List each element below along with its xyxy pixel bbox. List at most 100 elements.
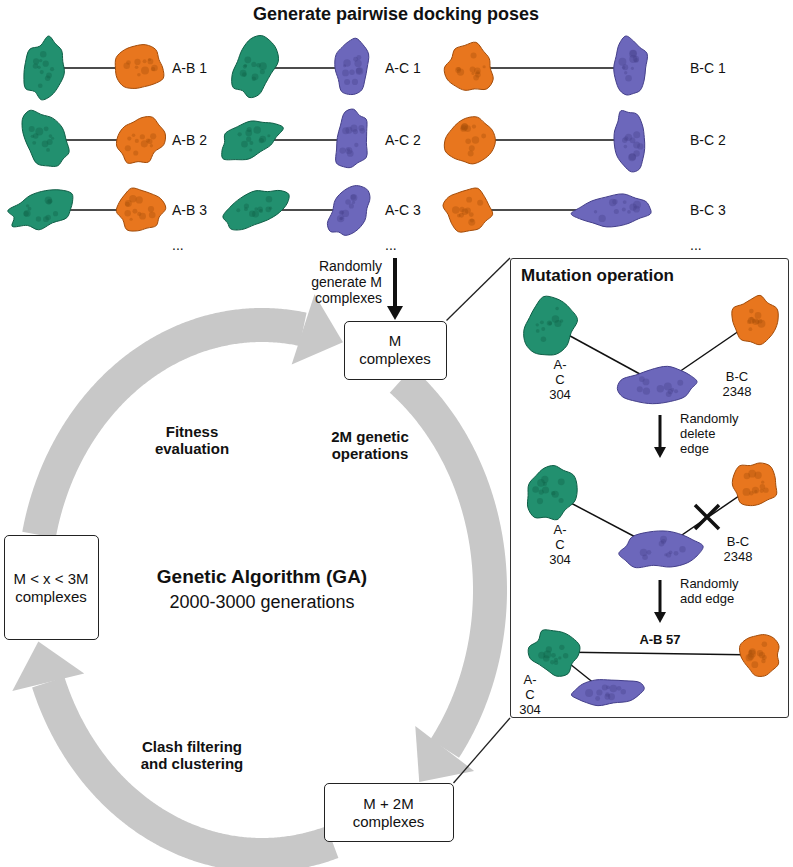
surface-texture xyxy=(559,645,564,650)
surface-texture xyxy=(256,63,261,68)
surface-texture xyxy=(151,67,155,71)
cycle-arrow xyxy=(12,641,332,855)
surface-texture xyxy=(456,67,460,71)
surface-texture xyxy=(249,141,253,145)
surface-texture xyxy=(141,66,149,74)
surface-texture xyxy=(343,59,350,66)
surface-texture xyxy=(555,307,559,311)
surface-texture xyxy=(45,215,50,220)
surface-texture xyxy=(629,153,636,160)
surface-texture xyxy=(358,125,364,131)
surface-texture xyxy=(541,337,546,342)
protein-surface xyxy=(223,190,289,230)
surface-texture xyxy=(755,312,762,319)
pose-label: A-C 2 xyxy=(385,132,421,148)
surface-texture xyxy=(472,124,476,128)
step-note: Randomly generate M complexes xyxy=(294,258,382,306)
surface-texture xyxy=(244,207,248,211)
surface-texture xyxy=(350,194,355,199)
surface-texture xyxy=(466,197,472,203)
surface-texture xyxy=(40,51,47,58)
edge-id: A-B 57 xyxy=(639,633,680,648)
surface-texture xyxy=(628,153,636,161)
surface-texture xyxy=(541,327,545,331)
edge-id: A-C 304 xyxy=(549,523,571,568)
surface-texture xyxy=(139,213,146,220)
surface-texture xyxy=(24,210,31,217)
surface-texture xyxy=(148,59,154,65)
surface-texture xyxy=(470,67,476,73)
cycle-arrow xyxy=(39,294,343,535)
surface-texture xyxy=(43,61,49,67)
surface-texture xyxy=(642,555,648,561)
surface-texture xyxy=(124,210,130,216)
surface-texture xyxy=(44,126,49,131)
protein-surface xyxy=(335,38,369,94)
surface-texture xyxy=(356,55,361,60)
population-box: M complexes xyxy=(344,321,447,380)
protein-surface xyxy=(24,36,64,100)
protein-surface xyxy=(571,680,644,706)
surface-texture xyxy=(259,136,266,143)
surface-texture xyxy=(238,132,242,136)
surface-texture xyxy=(33,133,39,139)
surface-texture xyxy=(643,378,650,385)
protein-surface xyxy=(443,188,493,232)
surface-texture xyxy=(558,656,561,659)
surface-texture xyxy=(554,320,561,327)
connector-line xyxy=(454,718,511,783)
surface-texture xyxy=(143,59,147,63)
surface-texture xyxy=(602,684,608,690)
protein-surface xyxy=(528,630,580,677)
population-box: M < x < 3M complexes xyxy=(4,535,99,640)
pose-label: B-C 1 xyxy=(690,60,726,76)
connector-line xyxy=(447,258,511,321)
surface-texture xyxy=(749,309,754,314)
connector-line xyxy=(48,682,332,855)
pose-link xyxy=(555,652,760,655)
population-box: M + 2M complexes xyxy=(324,783,454,842)
protein-surface xyxy=(22,110,69,166)
node-label: M complexes xyxy=(355,332,435,368)
surface-texture xyxy=(633,131,640,138)
surface-texture xyxy=(342,70,349,77)
surface-texture xyxy=(758,319,763,324)
protein-surface xyxy=(614,111,645,172)
surface-texture xyxy=(40,70,44,74)
surface-texture xyxy=(147,139,152,144)
surface-texture xyxy=(339,147,345,153)
surface-texture xyxy=(352,79,358,85)
surface-texture xyxy=(253,126,260,133)
surface-texture xyxy=(33,63,38,68)
protein-surface xyxy=(327,186,370,236)
protein-surface xyxy=(524,296,578,355)
surface-texture xyxy=(266,207,272,213)
arrow-head xyxy=(654,447,666,458)
surface-texture xyxy=(350,125,357,132)
surface-texture xyxy=(349,70,354,75)
surface-texture xyxy=(624,145,628,149)
mutation-illustration xyxy=(524,295,779,705)
surface-texture xyxy=(251,62,256,67)
surface-texture xyxy=(150,144,153,147)
surface-texture xyxy=(630,50,637,57)
ellipsis: ... xyxy=(690,237,702,253)
surface-texture xyxy=(634,58,639,63)
center-subtitle: 2000-3000 generations xyxy=(169,592,354,613)
delete-cross xyxy=(695,505,719,529)
surface-texture xyxy=(127,136,131,140)
surface-texture xyxy=(36,216,41,221)
surface-texture xyxy=(243,65,247,69)
protein-surface xyxy=(732,463,777,506)
surface-texture xyxy=(356,67,364,75)
surface-texture xyxy=(260,69,265,74)
protein-surface xyxy=(527,466,577,520)
surface-texture xyxy=(596,689,602,695)
surface-texture xyxy=(470,218,474,222)
surface-texture xyxy=(151,65,157,71)
surface-texture xyxy=(585,689,593,697)
surface-texture xyxy=(599,215,606,222)
protein-surface xyxy=(740,635,780,677)
surface-texture xyxy=(133,150,138,155)
surface-texture xyxy=(249,211,255,217)
